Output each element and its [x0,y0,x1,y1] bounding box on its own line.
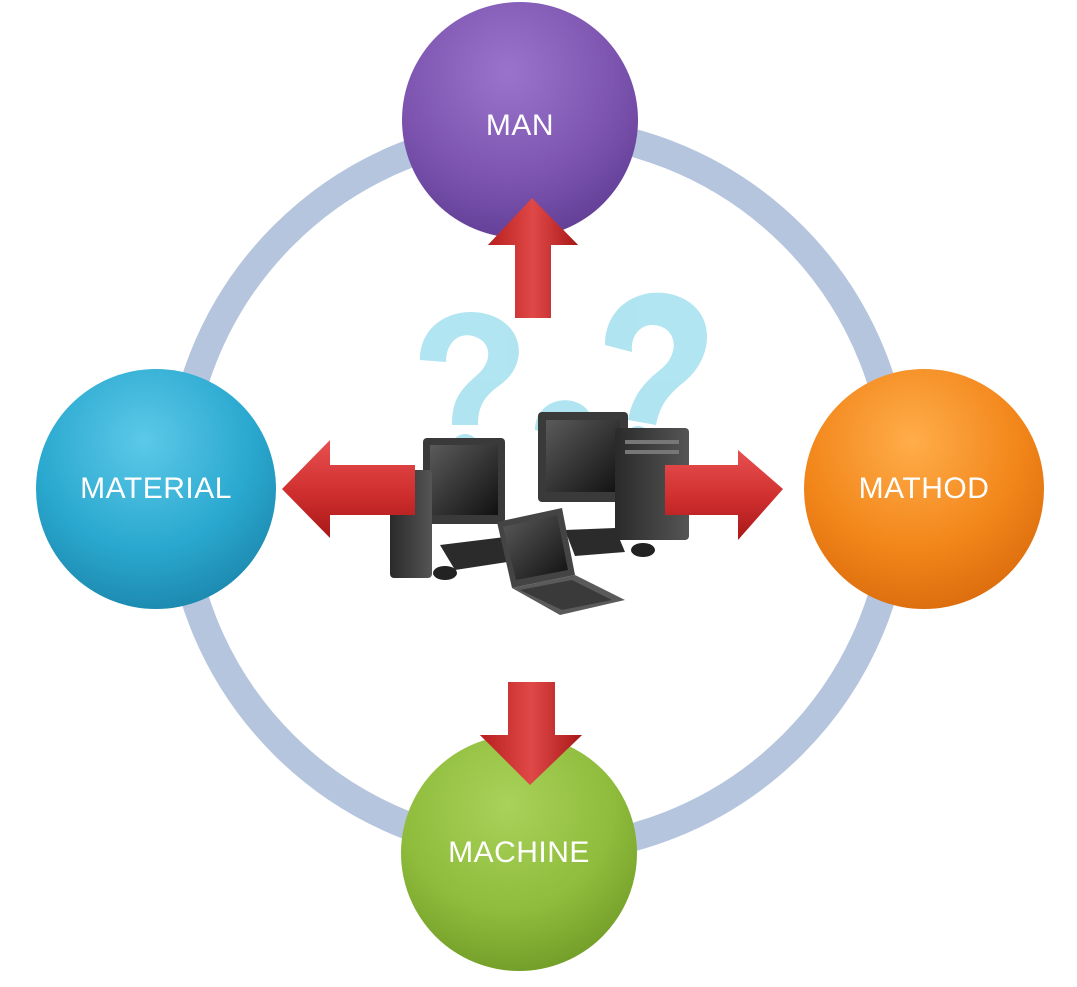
question-mark-icon [605,292,708,425]
arrow-down-tip-icon [480,735,582,785]
mathod-label: MATHOD [858,472,990,505]
arrow-right-icon [665,450,783,540]
man-node [402,2,638,238]
computers-with-question-marks-icon [390,292,708,615]
man-label: MAN [485,109,555,142]
machine-node [401,735,637,971]
machine-label: MACHINE [448,836,590,869]
mathod-node [804,369,1044,609]
arrow-left-icon [282,440,415,538]
material-node [36,369,276,609]
question-mark-icon [420,312,519,425]
material-label: MATERIAL [80,472,232,505]
arrow-up-tip-icon [488,198,578,245]
